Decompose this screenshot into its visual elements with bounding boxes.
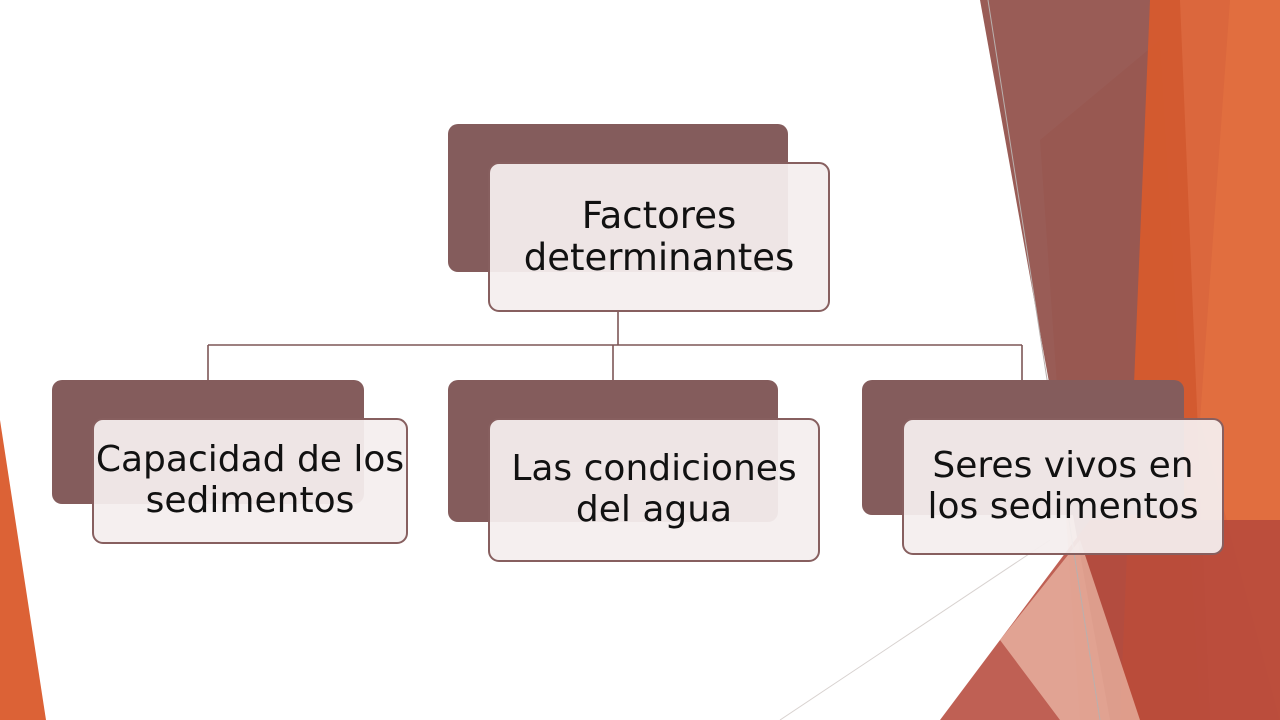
root-node: Factores determinantes xyxy=(448,124,830,312)
root-node-box: Factores determinantes xyxy=(488,162,830,312)
child-node-2-label: Las condiciones del agua xyxy=(511,448,797,530)
child-node-3-box: Seres vivos en los sedimentos xyxy=(902,418,1224,555)
root-node-label: Factores determinantes xyxy=(523,194,795,279)
child-node-3-label: Seres vivos en los sedimentos xyxy=(927,444,1199,527)
decor-facet-bottom-pale xyxy=(1000,540,1140,720)
child-node-1-label: Capacidad de los sedimentos xyxy=(95,439,405,521)
decor-left-triangle xyxy=(0,420,46,720)
child-node-3: Seres vivos en los sedimentos xyxy=(862,380,1224,555)
child-node-2-box: Las condiciones del agua xyxy=(488,418,820,562)
child-node-1-box: Capacidad de los sedimentos xyxy=(92,418,408,544)
child-node-2: Las condiciones del agua xyxy=(448,380,820,562)
decor-thin-line-2 xyxy=(779,539,1051,720)
child-node-1: Capacidad de los sedimentos xyxy=(52,380,408,544)
decor-thin-line xyxy=(987,0,1101,720)
